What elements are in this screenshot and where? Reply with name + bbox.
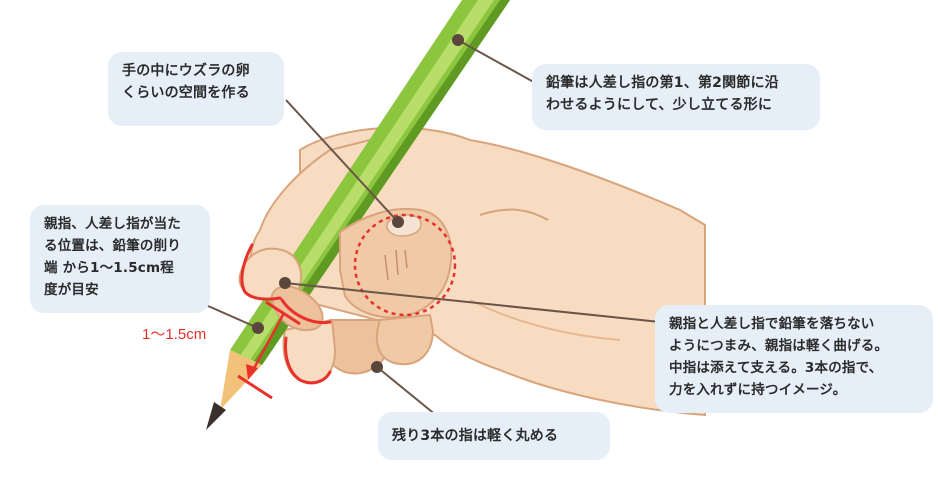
- callout-line: 端 から1～1.5cm程: [44, 260, 174, 276]
- measure-label: 1～1.5cm: [142, 326, 207, 343]
- callout-pencil-angle: 鉛筆は人差し指の第1、第2関節に沿 わせるようにして、少し立てる形に: [532, 64, 820, 130]
- pencil-lead: [206, 402, 226, 430]
- callout-line: 度が目安: [44, 282, 99, 298]
- thumb-tip-highlight: [280, 298, 332, 325]
- thumb: [339, 208, 453, 319]
- pinky-finger: [375, 313, 435, 366]
- callout-line: 手の中にウズラの卵: [122, 63, 250, 79]
- middle-tip-highlight: [284, 336, 332, 385]
- callout-line: 親指、人差し指が当た: [44, 216, 181, 232]
- callout-finger-position: 親指、人差し指が当た る位置は、鉛筆の削り 端 から1～1.5cm程 度が目安: [30, 205, 210, 313]
- callout-egg-space: 手の中にウズラの卵 くらいの空間を作る: [108, 52, 284, 126]
- thumb-wrinkle: [384, 249, 408, 281]
- callout-line: 鉛筆は人差し指の第1、第2関節に沿: [546, 75, 779, 91]
- callout-line: 力を入れずに持つイメージ。: [669, 382, 847, 398]
- palm-crease: [479, 208, 549, 221]
- pencil-wood: [220, 350, 262, 410]
- callout-line: くらいの空間を作る: [122, 85, 250, 101]
- callout-line: わせるようにして、少し立てる形に: [546, 97, 773, 113]
- callout-pinch-grip: 親指と人差し指で鉛筆を落ちない ようにつまみ、親指は軽く曲げる。 中指は添えて支…: [655, 305, 933, 413]
- measure-marker: [237, 300, 301, 400]
- callout-line: 残り3本の指は軽く丸める: [392, 428, 559, 444]
- index-tip-highlight: [240, 243, 282, 301]
- callout-curl-fingers: 残り3本の指は軽く丸める: [378, 412, 610, 460]
- pencil-highlight: [240, 0, 494, 360]
- callout-line: ようにつまみ、親指は軽く曲げる。: [669, 338, 889, 354]
- arrow-head: [246, 364, 258, 380]
- leader-dots: [252, 34, 464, 373]
- callout-line: 中指は添えて支える。3本の指で、: [669, 360, 883, 376]
- palm-crease: [469, 299, 621, 341]
- pencil-edge: [254, 0, 510, 365]
- hollow-dotted-circle: [353, 213, 457, 317]
- callout-line: 親指と人差し指で鉛筆を落ちない: [669, 316, 875, 332]
- callout-line: る位置は、鉛筆の削り: [44, 238, 181, 254]
